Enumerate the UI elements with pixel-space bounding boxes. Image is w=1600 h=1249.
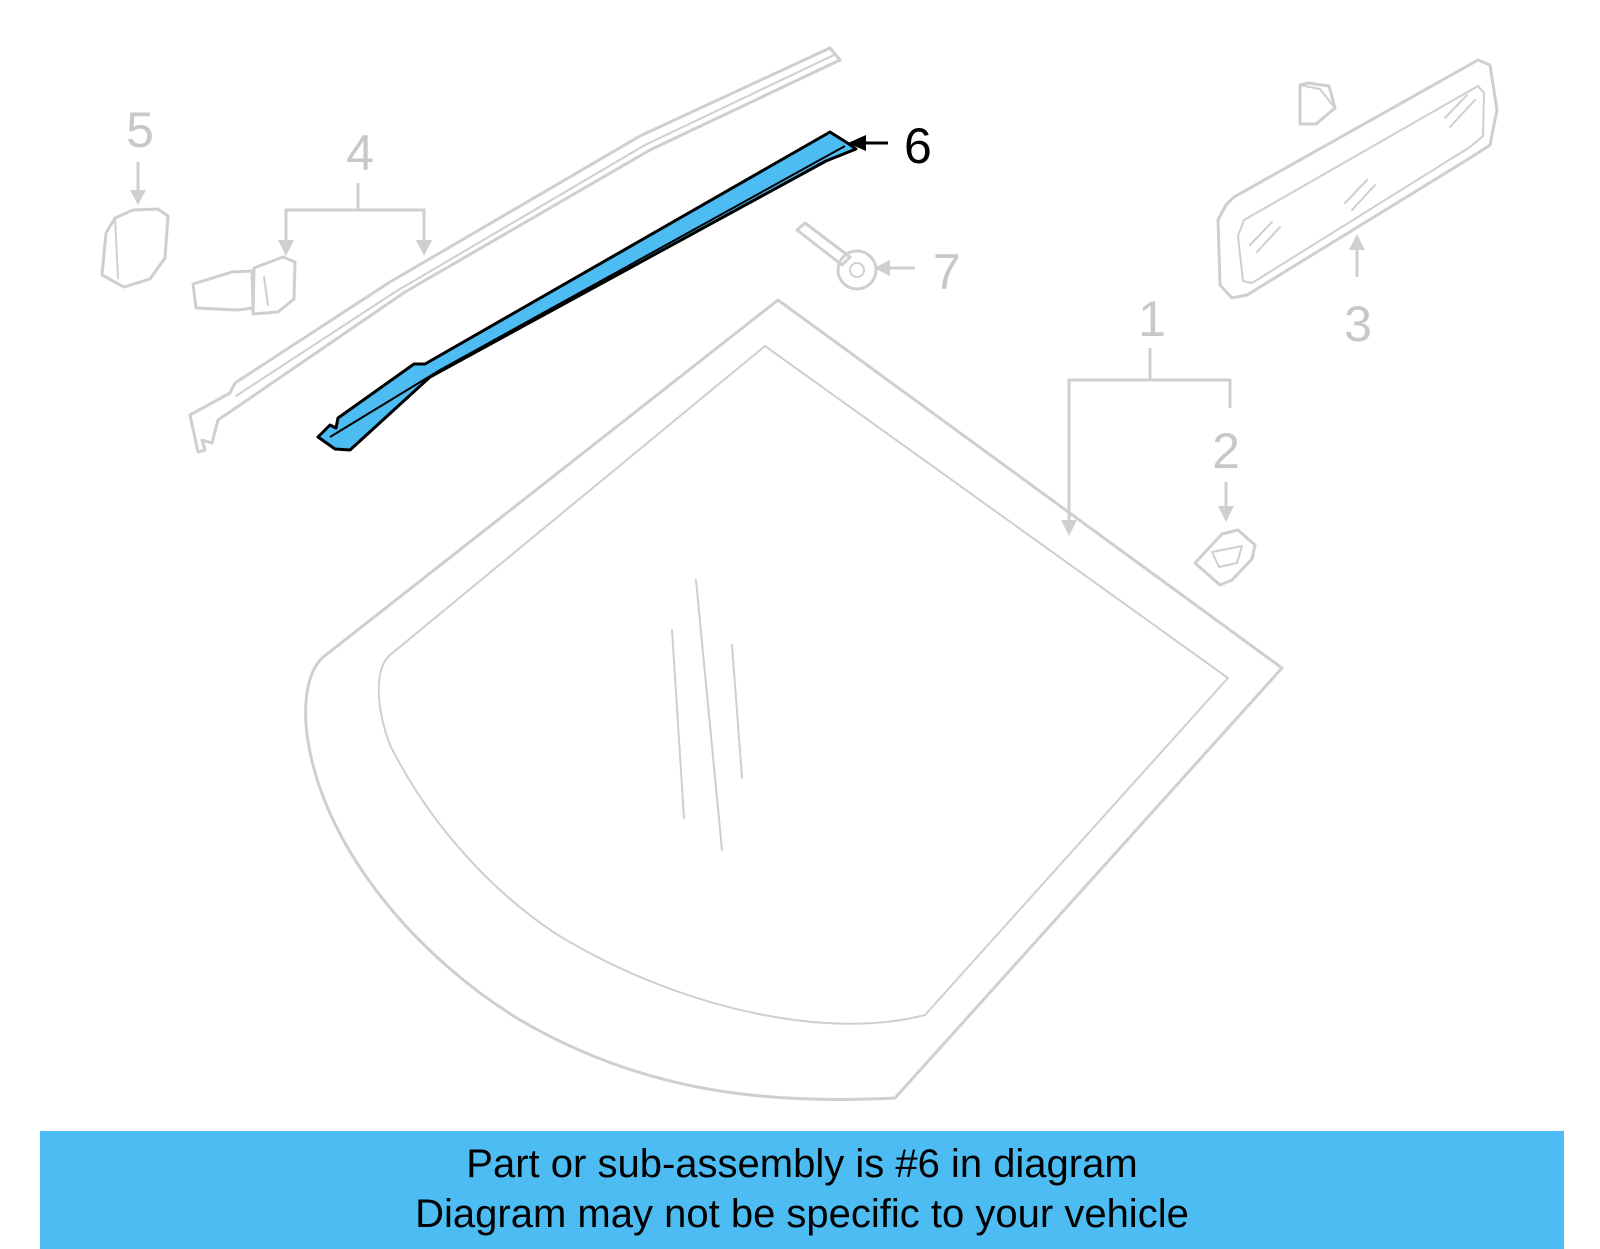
callout-5-label: 5 [126, 102, 154, 158]
callout-6: 6 [848, 118, 932, 174]
part-5-clip [100, 207, 170, 289]
part-6-molding[interactable] [316, 130, 858, 452]
callout-1-label: 1 [1138, 291, 1166, 347]
part-4-clips [191, 255, 297, 316]
roof-side-rail [188, 46, 842, 454]
callout-5: 5 [126, 102, 154, 205]
callout-3: 3 [1344, 234, 1372, 352]
callout-2: 2 [1212, 423, 1240, 522]
caption-banner: Part or sub-assembly is #6 in diagram Di… [40, 1131, 1564, 1249]
part-2-bracket [1193, 528, 1257, 587]
caption-line-1: Part or sub-assembly is #6 in diagram [466, 1142, 1138, 1186]
callout-7-label: 7 [933, 244, 961, 300]
part-3-mirror [1216, 58, 1499, 300]
callout-6-label: 6 [904, 118, 932, 174]
callout-4: 4 [278, 125, 432, 256]
callout-7: 7 [874, 244, 961, 300]
callout-4-label: 4 [346, 125, 374, 181]
callout-2-label: 2 [1212, 423, 1240, 479]
caption-line-2: Diagram may not be specific to your vehi… [415, 1192, 1189, 1236]
windshield [304, 298, 1284, 1102]
callout-1: 1 [1061, 291, 1232, 536]
callout-3-label: 3 [1344, 296, 1372, 352]
part-7-stud [795, 221, 878, 291]
